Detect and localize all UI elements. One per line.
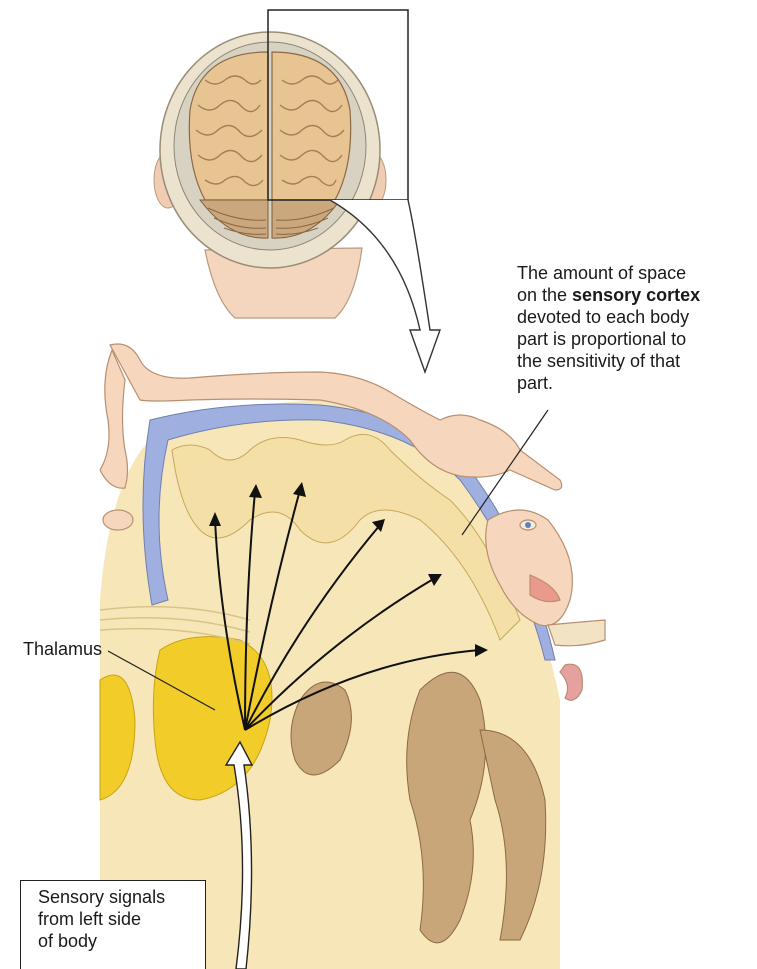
caption-line-2-bold: sensory cortex bbox=[572, 285, 700, 305]
caption-line-2-prefix: on the bbox=[517, 285, 572, 305]
caption-line-6: part. bbox=[517, 373, 553, 393]
head-illustration bbox=[154, 10, 408, 318]
caption-line-5: the sensitivity of that bbox=[517, 351, 680, 371]
sensory-signals-label: Sensory signals from left side of body bbox=[38, 886, 208, 952]
caption-line-3: devoted to each body bbox=[517, 307, 689, 327]
caption-line-4: part is proportional to bbox=[517, 329, 686, 349]
thalamus-label: Thalamus bbox=[23, 638, 102, 660]
sensory-cortex-caption: The amount of space on the sensory corte… bbox=[517, 262, 747, 394]
signals-line-3: of body bbox=[38, 930, 208, 952]
signals-line-1: Sensory signals bbox=[38, 886, 208, 908]
caption-line-1: The amount of space bbox=[517, 263, 686, 283]
signals-line-2: from left side bbox=[38, 908, 208, 930]
